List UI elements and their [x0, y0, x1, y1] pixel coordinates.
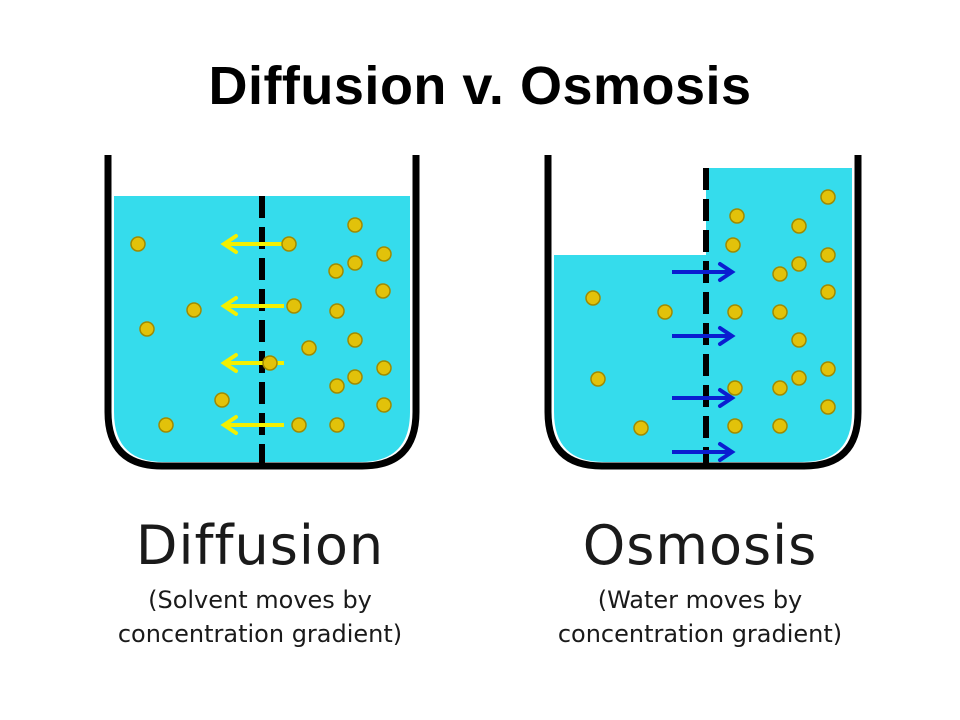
diffusion-desc-line2: concentration gradient) — [117, 620, 403, 648]
solute-particle — [772, 266, 788, 282]
osmosis-container-outline — [544, 155, 862, 470]
solute-particle — [820, 361, 836, 377]
solute-particle — [633, 420, 649, 436]
solute-particle — [329, 378, 345, 394]
osmosis-arrows — [672, 262, 736, 462]
diffusion-particles — [130, 217, 392, 433]
flow-arrow — [672, 326, 736, 346]
solute-particle — [772, 304, 788, 320]
osmosis-desc-line2: concentration gradient) — [557, 620, 843, 648]
osmosis-particles — [585, 189, 836, 436]
diffusion-beaker — [104, 155, 420, 470]
solute-particle — [347, 255, 363, 271]
diffusion-container-outline — [104, 155, 420, 470]
osmosis-beaker — [544, 155, 862, 470]
solute-particle — [376, 397, 392, 413]
solute-particle — [375, 283, 391, 299]
diffusion-heading: Diffusion — [135, 514, 385, 577]
solute-particle — [376, 360, 392, 376]
solute-particle — [347, 217, 363, 233]
solute-particle — [791, 332, 807, 348]
solute-particle — [729, 208, 745, 224]
solute-particle — [820, 284, 836, 300]
solute-particle — [376, 246, 392, 262]
solute-particle — [329, 417, 345, 433]
solute-particle — [791, 256, 807, 272]
solute-particle — [262, 355, 278, 371]
diffusion-desc-line1: (Solvent moves by — [148, 586, 372, 614]
solute-particle — [329, 303, 345, 319]
flow-arrow — [220, 296, 284, 316]
flow-arrow — [672, 442, 736, 462]
solute-particle — [727, 380, 743, 396]
solute-particle — [820, 399, 836, 415]
solute-particle — [301, 340, 317, 356]
solute-particle — [585, 290, 601, 306]
flow-arrow — [220, 234, 284, 254]
solute-particle — [725, 237, 741, 253]
solute-particle — [820, 247, 836, 263]
solute-particle — [281, 236, 297, 252]
osmosis-heading: Osmosis — [582, 514, 818, 577]
solute-particle — [791, 218, 807, 234]
solute-particle — [328, 263, 344, 279]
osmosis-water-left — [554, 255, 706, 462]
solute-particle — [590, 371, 606, 387]
solute-particle — [727, 304, 743, 320]
solute-particle — [772, 418, 788, 434]
diffusion-caption: Diffusion (Solvent moves by concentratio… — [40, 515, 480, 651]
solute-particle — [286, 298, 302, 314]
flow-arrow — [220, 415, 284, 435]
slide-title: Diffusion v. Osmosis — [208, 56, 752, 116]
flow-arrow — [672, 262, 736, 282]
flow-arrow — [672, 388, 736, 408]
solute-particle — [347, 369, 363, 385]
solute-particle — [214, 392, 230, 408]
solute-particle — [186, 302, 202, 318]
solute-particle — [727, 418, 743, 434]
solute-particle — [772, 380, 788, 396]
solute-particle — [291, 417, 307, 433]
diffusion-arrows — [220, 234, 284, 435]
solute-particle — [158, 417, 174, 433]
solute-particle — [139, 321, 155, 337]
solute-particle — [130, 236, 146, 252]
osmosis-desc-line1: (Water moves by — [597, 586, 803, 614]
solute-particle — [657, 304, 673, 320]
solute-particle — [820, 189, 836, 205]
osmosis-caption: Osmosis (Water moves by concentration gr… — [480, 515, 920, 651]
solute-particle — [347, 332, 363, 348]
solute-particle — [791, 370, 807, 386]
